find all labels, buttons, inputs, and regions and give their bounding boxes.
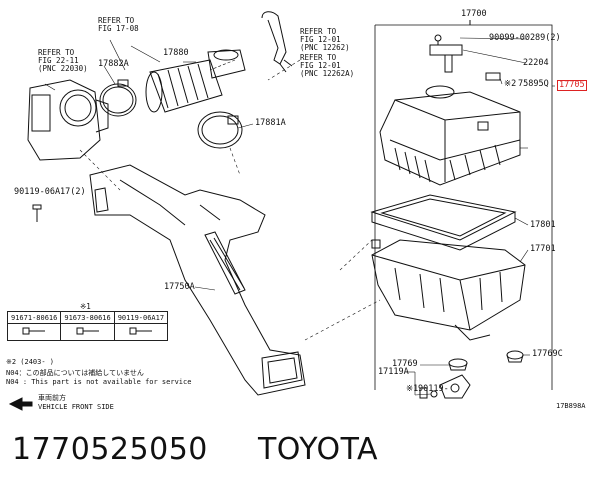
grommet-17769c-drawing (506, 350, 524, 363)
ref-line: FIG 12-01 (300, 35, 341, 44)
ref-line: FIG 22-11 (38, 56, 79, 65)
grommet-17769-drawing (448, 358, 468, 371)
ref-line: (PNC 12262) (300, 43, 350, 52)
ref-fig-22-11[interactable]: REFER TO FIG 22-11 (PNC 22030) (38, 49, 88, 73)
subtable-mark: ※1 (80, 302, 91, 311)
filter-element-drawing (370, 194, 517, 251)
fastener-col-3[interactable]: 90119-06A17 (113, 311, 169, 324)
vehicle-front-en: VEHICLE FRONT SIDE (38, 403, 114, 411)
bolt-icon (76, 327, 99, 335)
ref-line: (PNC 12262A) (300, 69, 355, 78)
intake-duct-17750a-drawing (89, 164, 306, 396)
part-90119-06a17[interactable]: 90119-06A17(2) (14, 187, 86, 197)
intake-hose-17880-drawing (145, 49, 246, 113)
part-17880[interactable]: 17880 (163, 48, 189, 58)
fastener-icon-cell (6, 323, 62, 341)
ref-line: FIG 12-01 (300, 61, 341, 70)
ref-line: REFER TO (98, 16, 135, 25)
note-n04-jp: N04：この部品については補給していません (6, 369, 144, 377)
fastener-table: 91671-80616 91673-80616 90119-06A17 (6, 311, 169, 341)
part-17701[interactable]: 17701 (530, 244, 556, 254)
ref-fig-12-01-a[interactable]: REFER TO FIG 12-01 (PNC 12262) (300, 28, 350, 52)
part-17769[interactable]: 17769 (392, 359, 418, 369)
part-75895q[interactable]: 75895Q (518, 79, 549, 89)
ref-line: (PNC 22030) (38, 64, 88, 73)
air-cleaner-case-drawing (371, 239, 526, 341)
figure-code: 17B898A (556, 402, 586, 410)
fastener-icon-cell (60, 323, 115, 341)
fastener-col-2[interactable]: 91673-80616 (60, 311, 115, 324)
part-17769c[interactable]: 17769C (532, 349, 563, 359)
bolt-90119-drawing (32, 204, 42, 222)
part-17700[interactable]: 17700 (461, 9, 487, 19)
ref-line: FIG 17-08 (98, 24, 139, 33)
part-17881a[interactable]: 17881A (255, 118, 286, 128)
part-90119[interactable]: 90119- (418, 384, 449, 394)
note-n04-en: N04 : This part is not available for ser… (6, 378, 192, 386)
fastener-icon-cell (113, 323, 169, 341)
part-22204[interactable]: 22204 (523, 58, 549, 68)
air-cleaner-cap-drawing (379, 85, 521, 186)
footer-part-number: 1770525050 (12, 432, 208, 467)
ref-fig-17-08[interactable]: REFER TO FIG 17-08 (98, 17, 139, 33)
clip-75895q-drawing (485, 72, 501, 81)
bolt-icon (129, 327, 152, 335)
part-90119-mark: ※1 (406, 384, 419, 394)
part-17801[interactable]: 17801 (530, 220, 556, 230)
footer: 1770525050 TOYOTA (12, 432, 378, 467)
note-2-date: ※2 (2403- ) (6, 358, 55, 366)
ref-line: REFER TO (300, 53, 337, 62)
part-17750a[interactable]: 17750A (164, 282, 195, 292)
bolt-icon (22, 327, 46, 335)
ref-fig-12-01-b[interactable]: REFER TO FIG 12-01 (PNC 12262A) (300, 54, 354, 78)
footer-brand: TOYOTA (257, 432, 379, 467)
part-90099-00289[interactable]: 90099-00289(2) (489, 33, 561, 43)
throttle-body-drawing (27, 79, 109, 161)
fastener-col-1[interactable]: 91671-80616 (6, 311, 62, 324)
part-17705-highlighted[interactable]: 17705 (557, 80, 587, 91)
vehicle-front-arrow (8, 397, 33, 411)
sensor-22204-drawing (429, 34, 463, 73)
ref-line: REFER TO (300, 27, 337, 36)
part-17119a[interactable]: 17119A (378, 367, 409, 377)
clamp-17882a-drawing (99, 79, 137, 117)
clamp-17881a-drawing (197, 111, 243, 149)
part-17882a[interactable]: 17882A (98, 59, 129, 69)
part-75895q-mark: ※2 (504, 79, 517, 89)
vehicle-front-jp: 車両前方 (38, 394, 66, 402)
ref-line: REFER TO (38, 48, 75, 57)
breather-pipe-drawing (261, 11, 293, 73)
